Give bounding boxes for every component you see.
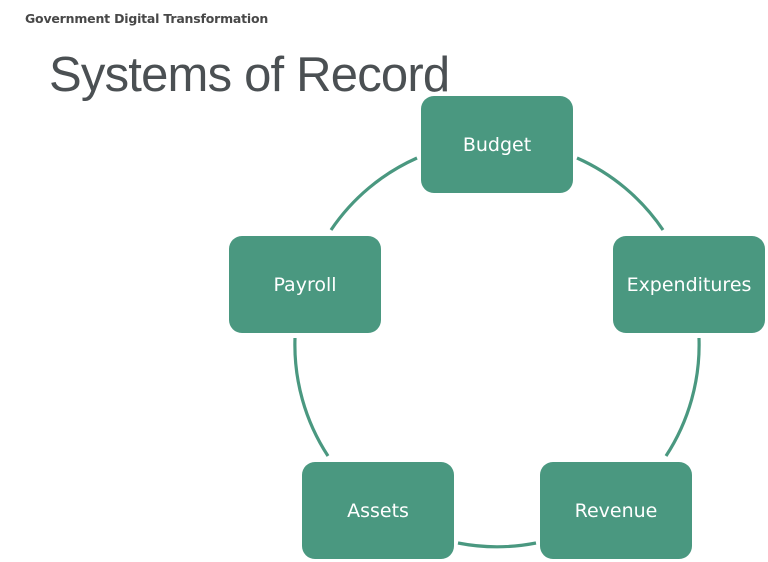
presentation-header: Government Digital Transformation bbox=[25, 11, 269, 26]
node-budget[interactable]: Budget bbox=[421, 96, 573, 193]
node-payroll[interactable]: Payroll bbox=[229, 236, 381, 333]
slide-title: Systems of Record bbox=[49, 48, 450, 102]
node-label: Revenue bbox=[574, 499, 658, 522]
connector-revenue-assets bbox=[457, 541, 537, 549]
connector-expenditures-revenue bbox=[664, 337, 701, 457]
node-label: Budget bbox=[462, 133, 532, 156]
connector-payroll-budget bbox=[329, 156, 418, 231]
connector-assets-payroll bbox=[293, 337, 330, 457]
connector-budget-expenditures bbox=[576, 156, 665, 231]
node-label: Assets bbox=[347, 499, 409, 522]
node-revenue[interactable]: Revenue bbox=[540, 462, 692, 559]
node-label: Payroll bbox=[273, 273, 337, 296]
node-label: Expenditures bbox=[626, 273, 752, 296]
node-assets[interactable]: Assets bbox=[302, 462, 454, 559]
node-expenditures[interactable]: Expenditures bbox=[613, 236, 765, 333]
